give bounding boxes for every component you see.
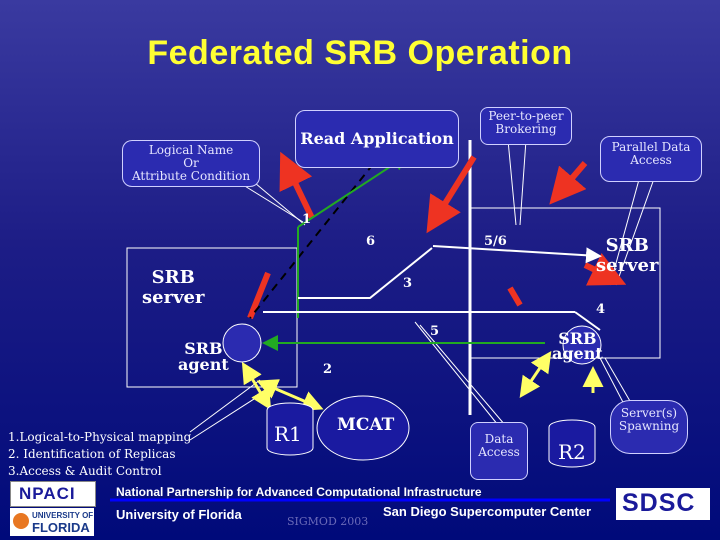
uf-text: University of Florida: [116, 507, 242, 522]
step-5: 5: [430, 324, 440, 339]
step-5-6: 5/6: [484, 234, 507, 249]
uf-logo: UNIVERSITY OF FLORIDA: [10, 508, 94, 536]
uf-logo-line1: UNIVERSITY OF: [32, 511, 94, 520]
red-arrows: [247, 151, 627, 320]
legend-step-3: 3.Access & Audit Control: [8, 464, 162, 478]
srb-agent-right-label: SRB agent: [552, 329, 603, 363]
srb-server-left-line1: SRB: [151, 267, 195, 288]
step-6: 6: [366, 234, 376, 249]
mcat-ellipse[interactable]: [316, 395, 410, 461]
srb-agent-left-line2: agent: [178, 355, 229, 374]
white-arrows: [263, 245, 602, 331]
step-3: 3: [403, 276, 413, 291]
logical-name-line2: Or: [183, 156, 199, 170]
srb-agent-right-line1: SRB: [558, 329, 597, 348]
conference-label: SIGMOD 2003: [287, 515, 369, 528]
legend-steps: 1.Logical-to-Physical mapping 2. Identif…: [8, 429, 191, 480]
uf-seal-icon: [13, 513, 29, 529]
read-application-box[interactable]: Read Application: [295, 110, 459, 168]
parallel-line1: Parallel Data: [611, 140, 691, 154]
r1-label: R1: [274, 422, 302, 446]
legend-step-1: 1.Logical-to-Physical mapping: [8, 430, 192, 444]
peer-line1: Peer-to-peer: [488, 109, 564, 123]
parallel-data-callout: Parallel Data Access: [600, 136, 702, 182]
peer-line2: Brokering: [495, 122, 557, 136]
spawning-line2: Spawning: [618, 419, 680, 433]
mcat-label: MCAT: [337, 415, 395, 435]
logical-name-line3: Attribute Condition: [131, 169, 251, 183]
srb-agent-left-circle[interactable]: [222, 323, 262, 363]
slide-title: Federated SRB Operation: [147, 34, 573, 72]
read-application-label: Read Application: [300, 129, 454, 148]
spawning-line1: Server(s): [620, 406, 678, 420]
server-spawning-callout: Server(s) Spawning: [610, 400, 688, 454]
step-1: 1: [302, 212, 312, 227]
logical-name-line1: Logical Name: [148, 143, 234, 157]
srb-agent-right-circle[interactable]: [562, 325, 602, 365]
npaci-logo: NPACI: [10, 481, 96, 507]
srb-server-left-line2: server: [142, 287, 205, 308]
peer-to-peer-callout: Peer-to-peer Brokering: [480, 107, 572, 145]
r1-cylinder[interactable]: [266, 402, 314, 456]
step-2: 2: [323, 362, 333, 377]
uf-logo-line2: FLORIDA: [32, 520, 90, 535]
srb-server-right-line1: SRB: [605, 235, 649, 256]
data-access-callout: Data Access: [470, 422, 528, 480]
npaci-logo-text: NPACI: [19, 484, 76, 503]
green-arrows: [262, 154, 545, 351]
logical-name-callout: Logical Name Or Attribute Condition: [122, 140, 260, 187]
sdsc-logo-text: SDSC: [622, 489, 696, 517]
npaci-text: National Partnership for Advanced Comput…: [116, 485, 482, 499]
srb-server-left-label: SRB server: [142, 268, 204, 308]
sdsc-logo: SDSC: [616, 488, 710, 520]
yellow-arrows: [241, 351, 604, 411]
dashed-request-path: [249, 152, 383, 319]
data-access-line1: Data: [484, 432, 514, 446]
data-access-line2: Access: [478, 445, 520, 459]
srb-agent-right-line2: agent: [552, 344, 603, 363]
srb-agent-left-label: SRB agent: [178, 341, 229, 373]
r2-label: R2: [558, 440, 586, 464]
srb-server-right-label: SRB server: [596, 236, 658, 276]
step-4: 4: [596, 302, 606, 317]
srb-agent-left-line1: SRB: [184, 339, 223, 358]
r2-cylinder[interactable]: [548, 419, 596, 468]
srb-server-right-line2: server: [596, 255, 659, 276]
legend-step-2: 2. Identification of Replicas: [8, 447, 176, 461]
parallel-line2: Access: [630, 153, 672, 167]
sdsc-center-text: San Diego Supercomputer Center: [383, 504, 592, 519]
